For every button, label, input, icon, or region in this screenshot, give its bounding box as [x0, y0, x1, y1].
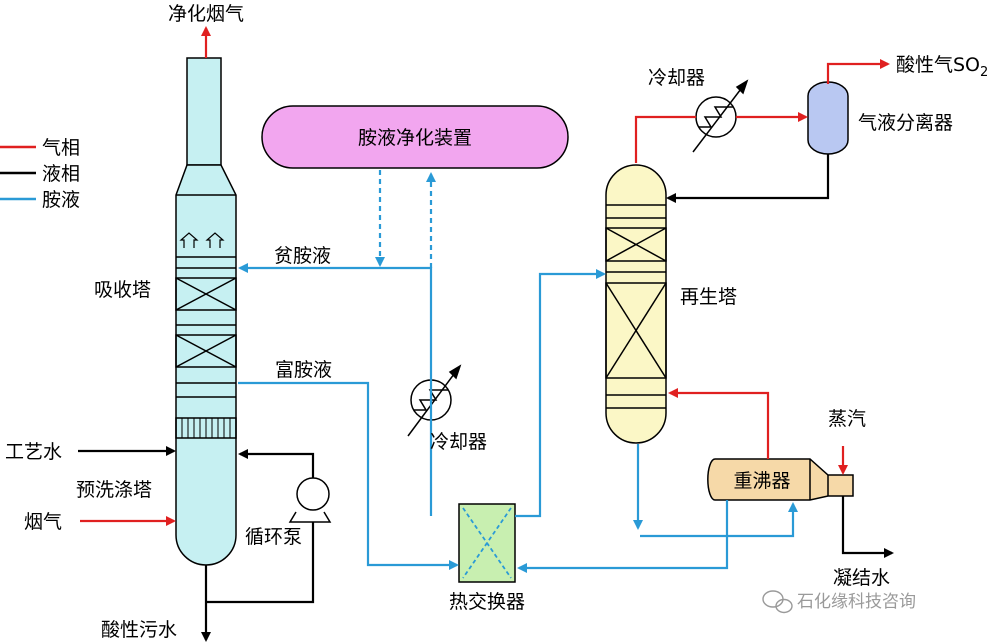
acid-gas-label: 酸性气SO2	[896, 54, 988, 80]
separator-label: 气液分离器	[858, 112, 953, 134]
heat-exchanger	[458, 503, 516, 583]
reboiler-label: 重沸器	[733, 470, 790, 492]
regenerator-body	[605, 164, 667, 444]
steam-label: 蒸汽	[828, 408, 866, 430]
wechat-icon	[762, 590, 793, 614]
amine-purification-label: 胺液净化装置	[358, 127, 472, 149]
circulation-pump-label: 循环泵	[245, 526, 302, 548]
cooler-top-icon	[692, 79, 749, 153]
absorber-label: 吸收塔	[94, 279, 151, 301]
acid-wastewater-label: 酸性污水	[101, 619, 177, 641]
watermark: 石化缘科技咨询	[762, 590, 916, 614]
flue-gas-label: 烟气	[24, 511, 62, 533]
demister-icon	[205, 232, 225, 248]
lean-amine-label: 贫胺液	[274, 245, 331, 267]
prewash-tower-label: 预洗涤塔	[76, 479, 152, 501]
heat-exchanger-label: 热交换器	[449, 591, 525, 613]
cooler-mid-label: 冷却器	[430, 431, 487, 453]
cooler-mid-icon	[407, 364, 462, 437]
legend-gas-label: 气相	[42, 137, 80, 159]
legend-liquid-label: 液相	[42, 163, 80, 185]
regenerator-label: 再生塔	[680, 286, 737, 308]
legend: 气相 液相 胺液	[0, 137, 80, 211]
condensate-label: 凝结水	[833, 567, 890, 589]
demister-icon	[179, 232, 199, 248]
liquid-streams	[78, 154, 894, 642]
process-water-label: 工艺水	[5, 441, 62, 463]
gas-liquid-separator	[807, 81, 849, 155]
tower-body	[175, 164, 237, 566]
cooler-top-label: 冷却器	[648, 67, 705, 89]
reboiler	[707, 458, 854, 501]
gas-streams	[80, 26, 890, 526]
amine-purification-unit	[261, 105, 569, 169]
regenerator-tower	[605, 164, 667, 444]
legend-amine-label: 胺液	[42, 189, 80, 211]
watermark-text: 石化缘科技咨询	[797, 592, 916, 612]
clean-flue-gas-label: 净化烟气	[168, 3, 244, 25]
absorber-tower	[175, 57, 237, 566]
circulation-pump-icon	[288, 477, 332, 523]
chimney	[186, 57, 222, 166]
amine-streams	[238, 170, 798, 573]
rich-amine-label: 富胺液	[275, 359, 332, 381]
